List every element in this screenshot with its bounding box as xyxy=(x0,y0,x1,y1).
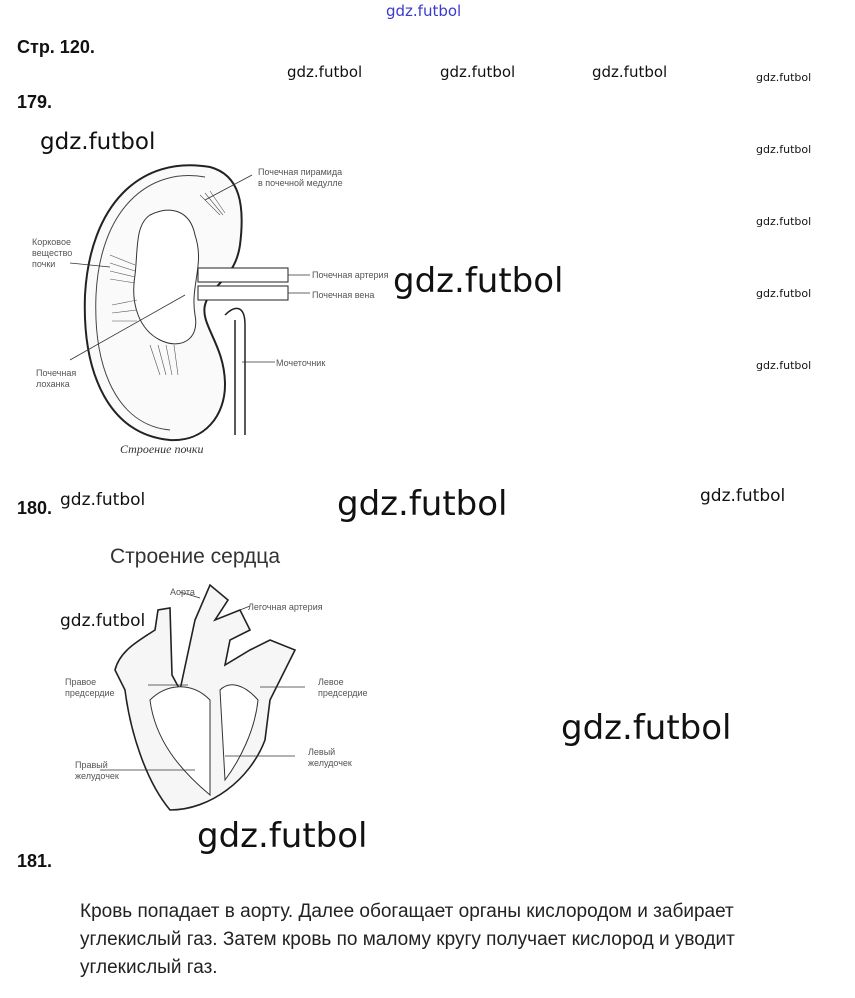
label-right-atrium-1: Правое xyxy=(65,677,97,687)
label-pelvis-1: Почечная xyxy=(36,368,77,378)
watermark: gdz.futbol xyxy=(337,484,508,524)
answer-181: Кровь попадает в аорту. Далее обогащает … xyxy=(80,898,735,982)
label-pulmonary-artery: Легочная артерия xyxy=(248,602,323,612)
label-vein: Почечная вена xyxy=(312,290,375,300)
label-left-atrium-1: Левое xyxy=(318,677,344,687)
watermark: gdz.futbol xyxy=(756,359,812,372)
answer-line: углекислый газ. xyxy=(80,957,218,978)
label-cortex-3: почки xyxy=(32,259,56,269)
watermark: gdz.futbol xyxy=(700,486,786,506)
task-number-179: 179. xyxy=(17,92,53,112)
watermark: gdz.futbol xyxy=(561,708,732,748)
heart-diagram xyxy=(100,583,305,811)
task-number-180: 180. xyxy=(17,498,53,518)
watermark-link[interactable]: gdz.futbol xyxy=(386,2,462,20)
watermark: gdz.futbol xyxy=(197,816,368,856)
watermark: gdz.futbol xyxy=(40,129,156,155)
answer-line: Кровь попадает в аорту. Далее обогащает … xyxy=(80,901,734,922)
watermark: gdz.futbol xyxy=(756,287,812,300)
watermark: gdz.futbol xyxy=(60,490,146,510)
heart-title: Строение сердца xyxy=(110,545,280,568)
page-heading: Стр. 120. xyxy=(17,37,95,57)
label-pyramid-1: Почечная пирамида xyxy=(258,167,343,177)
label-aorta: Аорта xyxy=(170,587,195,597)
label-right-ventricle-1: Правый xyxy=(75,760,108,770)
label-right-atrium-2: предсердие xyxy=(65,688,115,698)
watermark: gdz.futbol xyxy=(756,215,812,228)
kidney-diagram xyxy=(69,164,310,442)
watermark: gdz.futbol xyxy=(592,63,668,81)
label-left-ventricle-1: Левый xyxy=(308,747,336,757)
label-ureter: Мочеточник xyxy=(276,358,326,368)
label-cortex-2: вещество xyxy=(32,248,73,258)
label-pyramid-2: в почечной медулле xyxy=(258,178,343,188)
task-number-181: 181. xyxy=(17,851,53,871)
label-artery: Почечная артерия xyxy=(312,270,389,280)
answer-line: углекислый газ. Затем кровь по малому кр… xyxy=(80,929,735,950)
label-cortex-1: Корковое xyxy=(32,237,71,247)
kidney-caption: Строение почки xyxy=(120,442,204,456)
label-left-atrium-2: предсердие xyxy=(318,688,368,698)
watermark: gdz.futbol xyxy=(287,63,363,81)
label-left-ventricle-2: желудочек xyxy=(308,758,352,768)
label-right-ventricle-2: желудочек xyxy=(75,771,119,781)
watermark: gdz.futbol xyxy=(393,261,564,301)
watermark: gdz.futbol xyxy=(756,71,812,84)
watermark: gdz.futbol xyxy=(440,63,516,81)
watermark: gdz.futbol xyxy=(60,611,146,631)
watermark: gdz.futbol xyxy=(756,143,812,156)
label-pelvis-2: лоханка xyxy=(36,379,70,389)
